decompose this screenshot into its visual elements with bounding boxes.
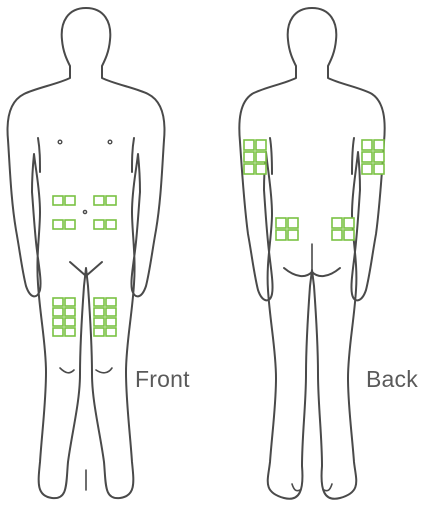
site-abdomen-upper-right: [94, 196, 116, 205]
site-abdomen-lower-right: [94, 220, 116, 229]
site-buttock-right: [332, 218, 354, 240]
site-abdomen-lower-left: [53, 220, 75, 229]
front-figure: [8, 8, 165, 498]
site-thigh-right: [94, 298, 116, 336]
front-label: Front: [135, 366, 190, 393]
site-upper-arm-right: [362, 140, 384, 174]
site-thigh-left: [53, 298, 75, 336]
back-label: Back: [366, 366, 418, 393]
site-buttock-left: [276, 218, 298, 240]
site-abdomen-upper-left: [53, 196, 75, 205]
back-figure: [239, 8, 384, 499]
site-upper-arm-left: [244, 140, 266, 174]
front-body-outline: [8, 8, 165, 498]
